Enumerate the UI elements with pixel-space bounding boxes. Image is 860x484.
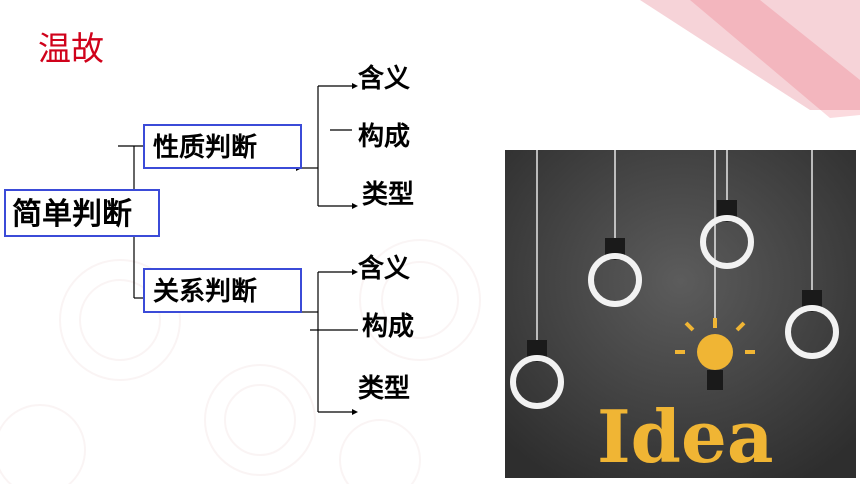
arrowhead [352,409,358,415]
page-title: 温故 [38,29,104,68]
branch-node-property-judgment: 性质判断 [143,124,302,169]
corner-ribbon [690,0,860,118]
bulb-cords [536,150,813,340]
leaf-node: 类型 [362,180,415,210]
glowing-bulb-icon [675,318,755,390]
leaf-node: 类型 [358,374,411,404]
hanging-bulb-icon [700,200,754,269]
mandala-pattern [0,239,481,484]
hanging-bulb-icon [510,340,564,409]
corner-ribbon-light [640,0,860,110]
idea-word: Idea [597,394,773,478]
hanging-bulb-icon [785,290,839,359]
branch-node-relation-judgment: 关系判断 [143,268,302,313]
arrowhead [352,203,358,209]
hanging-bulb-icon [588,238,642,307]
idea-lightbulb-image: Idea [505,150,856,478]
arrowhead [352,83,358,89]
leaf-node: 含义 [358,64,411,94]
leaf-node: 构成 [362,312,415,342]
leaf-node: 含义 [358,254,411,284]
leaf-node: 构成 [358,122,411,152]
arrowhead [352,269,358,275]
root-node: 简单判断 [4,189,160,237]
